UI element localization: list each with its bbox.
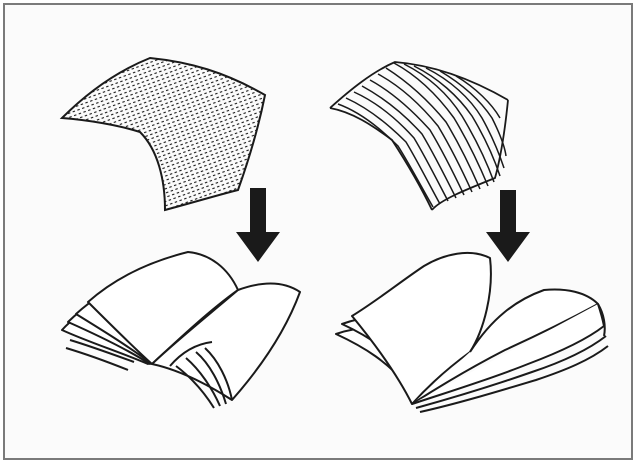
down-arrow-icon — [486, 190, 530, 262]
curved-sheet-lined-right — [330, 62, 508, 210]
curved-sheet-dotted-left — [62, 58, 265, 210]
down-arrow-icon — [236, 188, 280, 262]
book-fanned-left — [62, 252, 300, 408]
book-open-right — [336, 253, 608, 412]
